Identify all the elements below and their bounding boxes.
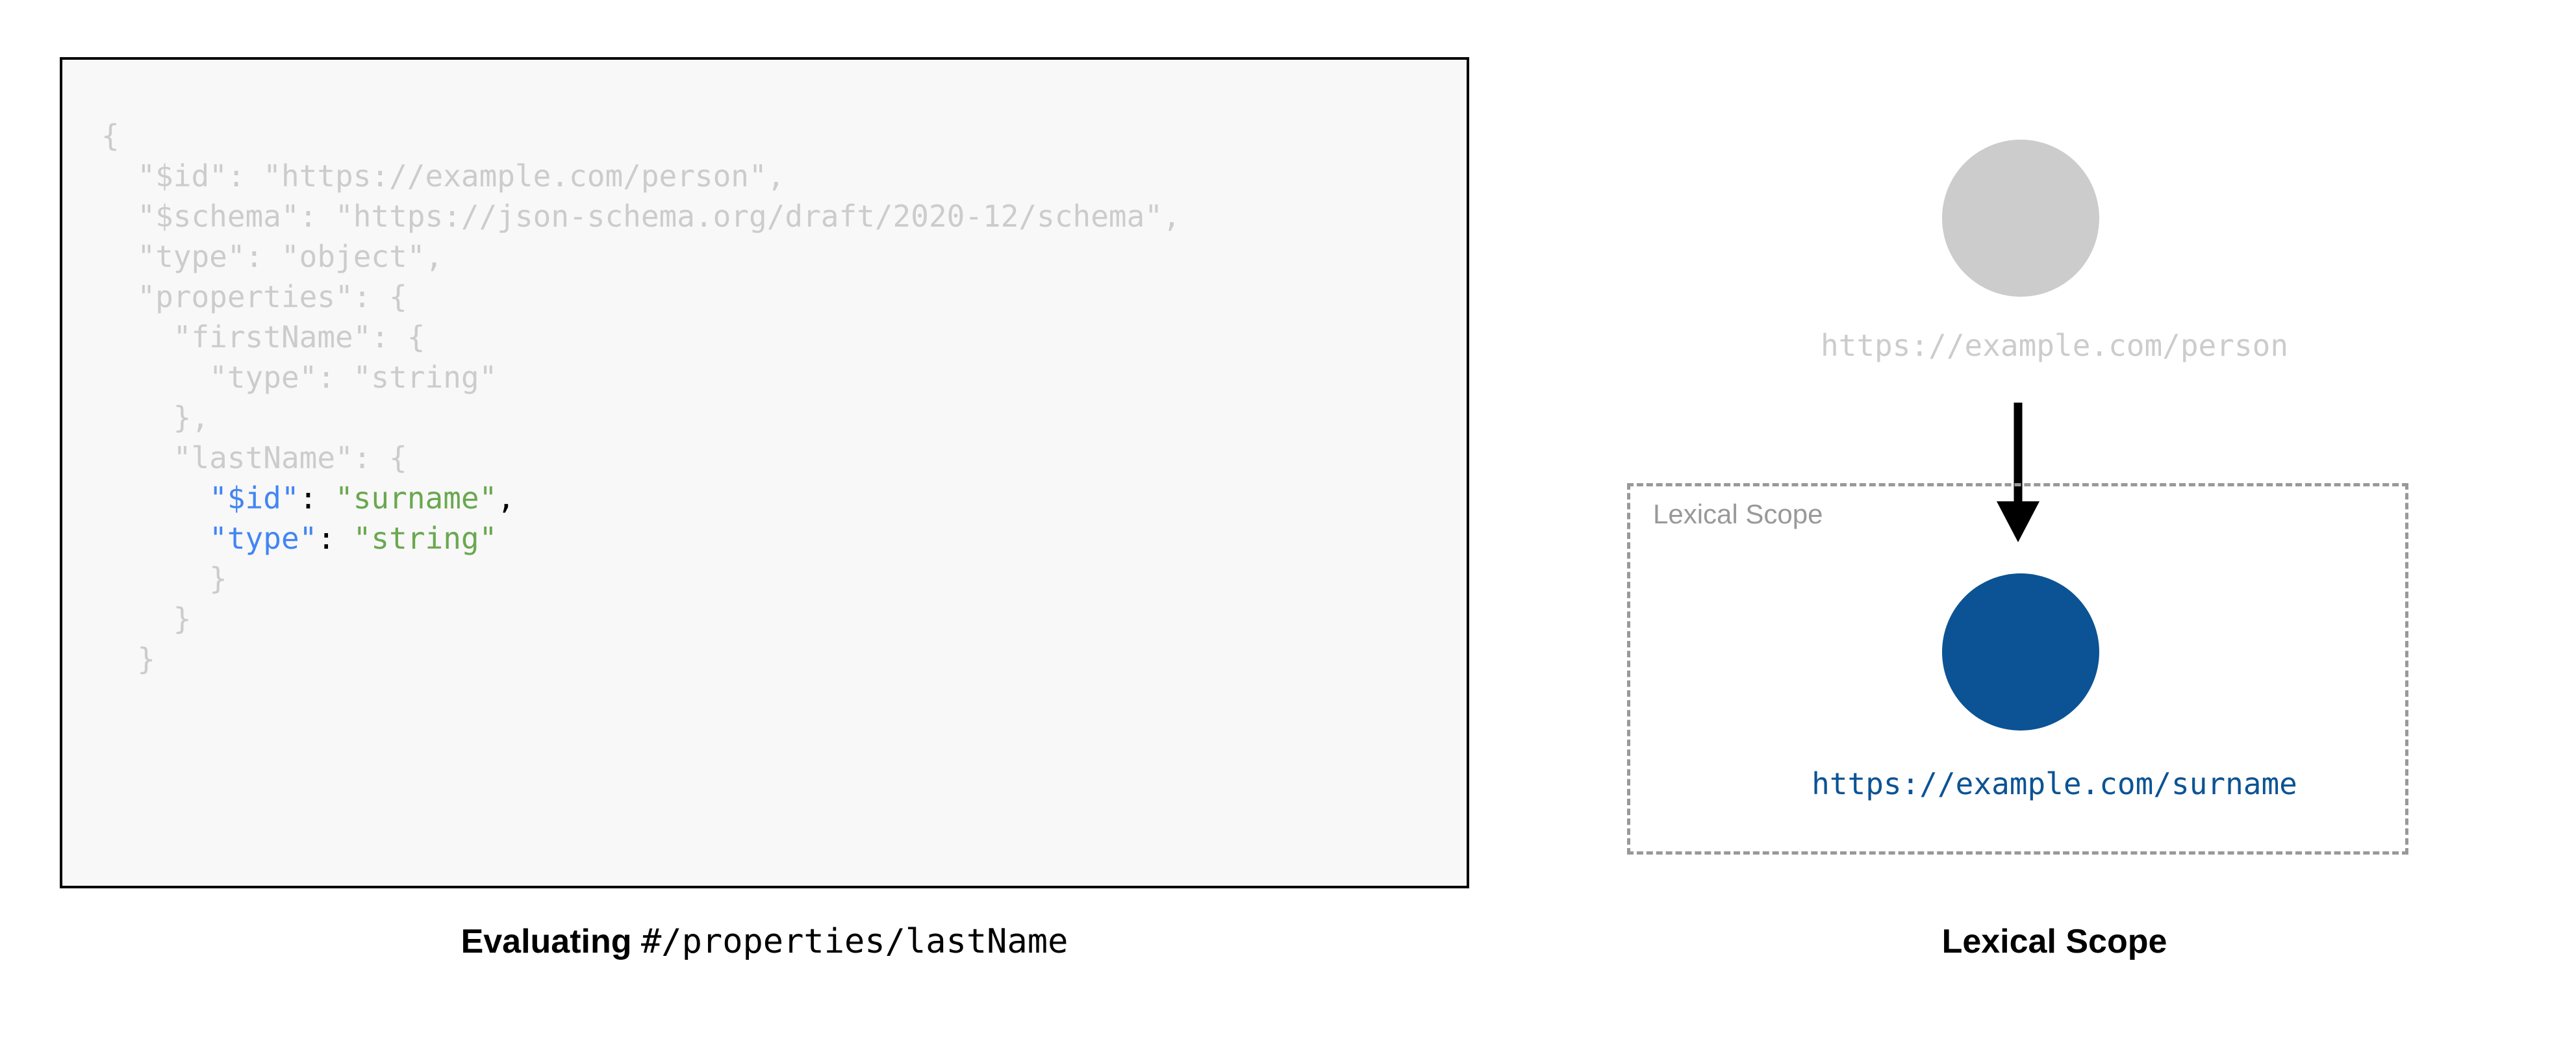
code-indent [101, 561, 209, 596]
code-token-dim: "$id": "https://example.com/person", [137, 158, 785, 194]
child-schema-node-circle [1942, 573, 2099, 731]
code-line: "$id": "surname", [101, 478, 1181, 518]
code-token-punct: : [317, 521, 353, 556]
code-token-dim: { [101, 118, 120, 153]
code-indent [101, 319, 173, 355]
code-token-key: "type" [209, 521, 318, 556]
root-schema-node-label: https://example.com/person [1820, 328, 2289, 363]
schema-source-caption: Evaluating #/properties/lastName [60, 922, 1469, 961]
code-indent [101, 440, 173, 475]
code-token-str: "surname" [335, 481, 498, 516]
code-line: "lastName": { [101, 438, 1181, 478]
lexical-scope-box-label: Lexical Scope [1653, 499, 1823, 529]
code-line: "firstName": { [101, 317, 1181, 357]
code-indent [101, 642, 137, 677]
code-token-dim: "$schema": "https://json-schema.org/draf… [137, 199, 1181, 234]
code-token-dim: } [137, 642, 156, 677]
root-schema-node-circle [1942, 140, 2099, 297]
code-line: "type": "string" [101, 518, 1181, 558]
code-token-dim: } [173, 601, 192, 636]
code-line: } [101, 558, 1181, 599]
code-indent [101, 601, 173, 636]
code-line: "$schema": "https://json-schema.org/draf… [101, 196, 1181, 236]
code-token-dim: } [209, 561, 227, 596]
code-token-punct: , [497, 481, 515, 516]
code-indent [101, 158, 137, 194]
code-token-punct: : [299, 481, 336, 516]
code-line: } [101, 599, 1181, 639]
code-token-dim: }, [173, 400, 210, 435]
code-line: }, [101, 397, 1181, 438]
code-token-str: "string" [353, 521, 498, 556]
code-line: "type": "string" [101, 357, 1181, 397]
caption-bold-prefix: Evaluating [461, 923, 641, 960]
code-indent [101, 481, 209, 516]
code-token-dim: "lastName": { [173, 440, 407, 475]
code-indent [101, 279, 137, 314]
diagram-caption: Lexical Scope [1941, 923, 2167, 960]
lexical-scope-diagram-panel: https://example.com/person https://examp… [1533, 0, 2576, 1039]
lexical-scope-boundary [1627, 483, 2408, 855]
code-indent [101, 521, 209, 556]
code-indent [101, 199, 137, 234]
code-indent [101, 400, 173, 435]
code-block: { "$id": "https://example.com/person", "… [60, 57, 1469, 888]
json-schema-code: { "$id": "https://example.com/person", "… [101, 116, 1181, 679]
child-schema-node-label: https://example.com/surname [1812, 766, 2297, 801]
code-token-dim: "firstName": { [173, 319, 425, 355]
code-token-dim: "properties": { [137, 279, 407, 314]
code-token-dim: "type": "object", [137, 239, 444, 274]
arrow-down-icon [1997, 403, 2039, 542]
code-line: } [101, 639, 1181, 679]
code-token-key: "$id" [209, 481, 299, 516]
caption-json-pointer: #/properties/lastName [640, 922, 1068, 961]
code-line: "$id": "https://example.com/person", [101, 156, 1181, 196]
code-indent [101, 239, 137, 274]
code-line: { [101, 116, 1181, 156]
code-indent [101, 360, 209, 395]
schema-source-panel: { "$id": "https://example.com/person", "… [60, 57, 1469, 961]
code-line: "properties": { [101, 277, 1181, 317]
code-line: "type": "object", [101, 236, 1181, 277]
code-token-dim: "type": "string" [209, 360, 498, 395]
